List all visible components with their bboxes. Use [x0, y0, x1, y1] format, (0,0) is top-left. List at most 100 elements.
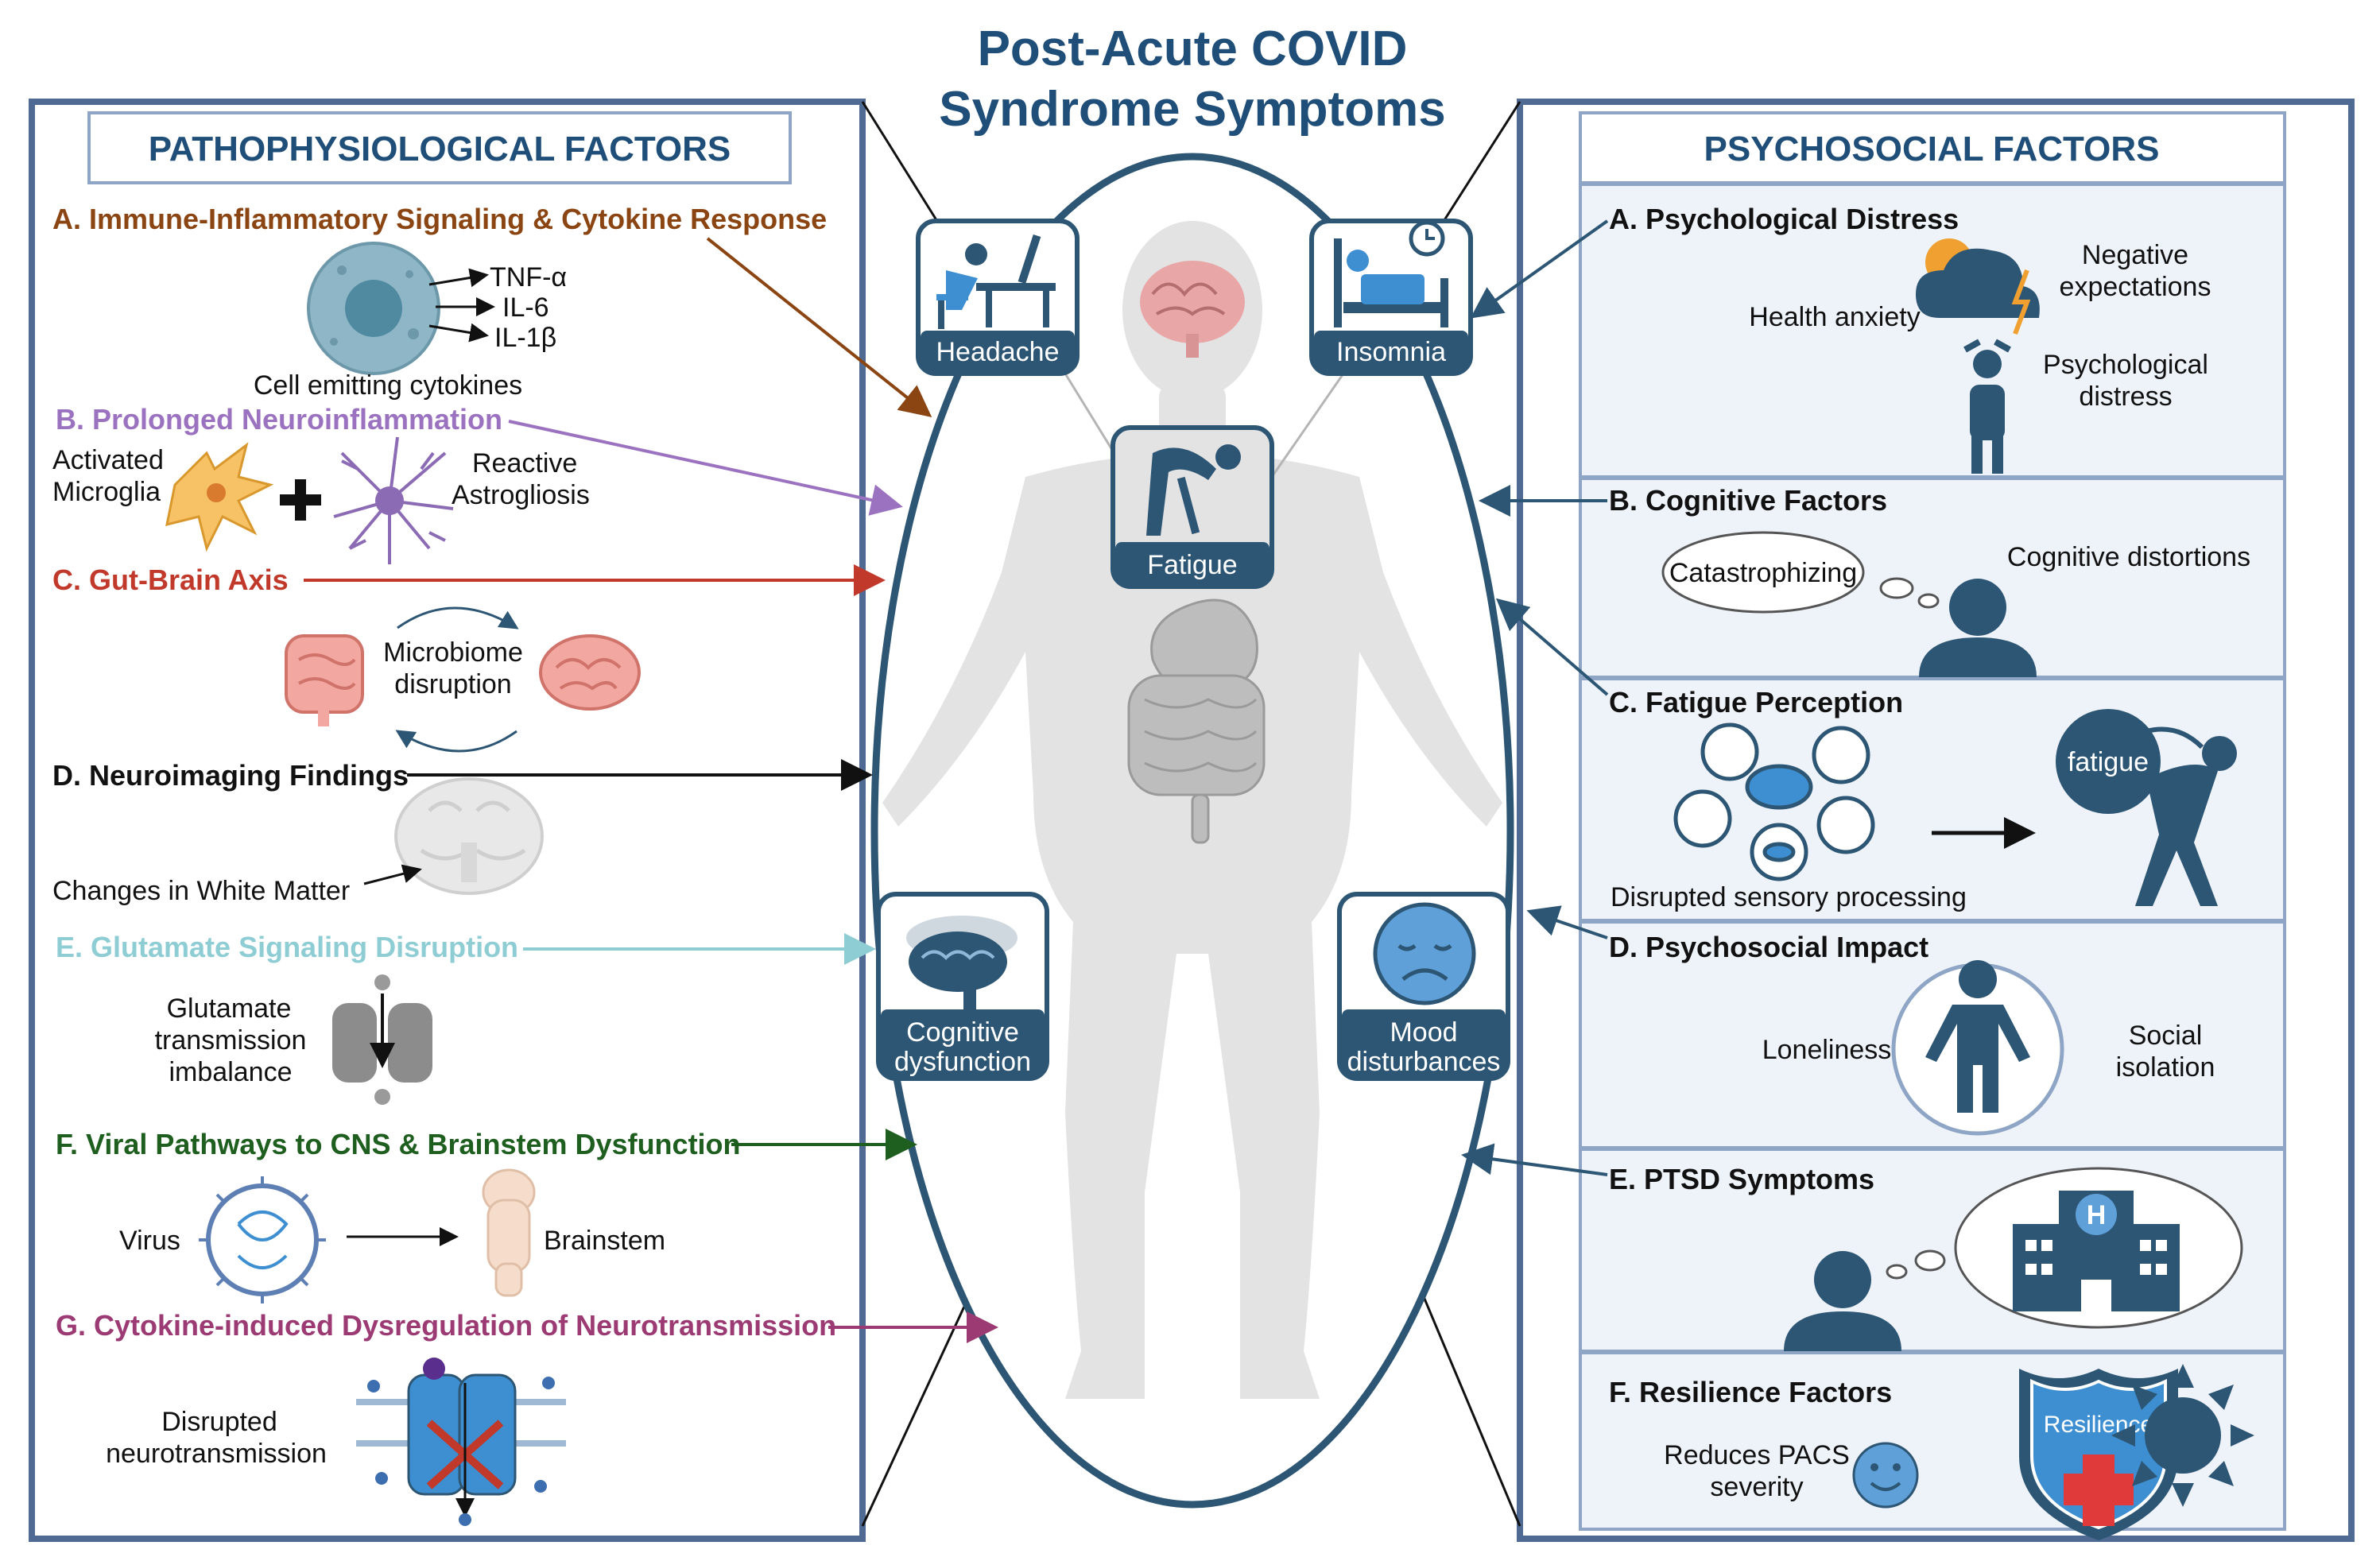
cell-caption: Cell emitting cytokines: [254, 370, 522, 401]
psych-distress-2: distress: [2079, 382, 2172, 412]
right-arrows: [1461, 219, 1609, 1176]
glutamate-caption-1: Glutamate: [167, 994, 292, 1024]
left-panel-title: PATHOPHYSIOLOGICAL FACTORS: [149, 130, 731, 168]
right-section-boxes: [1579, 183, 2286, 1531]
sensory-caption: Disrupted sensory processing: [1611, 882, 1967, 912]
social-isolation-1: Social: [2129, 1021, 2203, 1051]
mood-label-line-1: Mood: [1390, 1017, 1457, 1048]
cytokine-il1b: IL-1β: [494, 323, 556, 353]
gut-brain-brain-icon: [539, 634, 641, 711]
fatigue-label: Fatigue: [1147, 550, 1237, 580]
microglia-icon: [165, 442, 274, 552]
section-g-header: G. Cytokine-induced Dysregulation of Neu…: [56, 1309, 836, 1342]
section-box-a: [1579, 183, 2286, 478]
white-matter-brain-icon: [394, 777, 544, 895]
glutamate-caption-3: imbalance: [169, 1057, 293, 1087]
left-panel-title-box: [87, 111, 792, 184]
white-matter-caption: Changes in White Matter: [52, 876, 350, 906]
digestive-system-icon: [1127, 598, 1266, 844]
negative-expectations-2: expectations: [2060, 272, 2211, 302]
ion-channel-icon: [356, 1358, 566, 1526]
social-isolation-2: isolation: [2116, 1052, 2215, 1083]
brain-icon: [1140, 261, 1245, 358]
fatigue-word: fatigue: [2068, 747, 2149, 777]
loneliness-label: Loneliness: [1762, 1035, 1892, 1065]
astrocyte-icon: [333, 436, 454, 564]
person-icon: [1919, 579, 2037, 677]
psych-d-header: D. Psychosocial Impact: [1609, 931, 1928, 963]
intestine-icon: [285, 634, 364, 726]
title-line-1: Post-Acute COVID: [978, 21, 1408, 76]
neurotransmission-caption-2: neurotransmission: [106, 1439, 327, 1469]
cognitive-distortions-label: Cognitive distortions: [2007, 542, 2250, 572]
plus-icon: [280, 479, 321, 521]
thought-bubble-icon: [1661, 531, 1940, 614]
brainstem-icon: [482, 1168, 536, 1297]
insomnia-label: Insomnia: [1336, 337, 1446, 367]
headache-label: Headache: [936, 337, 1059, 367]
ptsd-person-icon: [1784, 1251, 1901, 1351]
section-a-header: A. Immune-Inflammatory Signaling & Cytok…: [52, 203, 827, 235]
insomnia-icon: [1334, 220, 1448, 327]
catastrophizing-label: Catastrophizing: [1669, 558, 1857, 588]
cell-icon: [307, 242, 440, 375]
cytokine-il6: IL-6: [502, 292, 549, 323]
psych-f-header: F. Resilience Factors: [1609, 1376, 1892, 1408]
storm-cloud-icon: [1916, 238, 2040, 335]
psych-e-header: E. PTSD Symptoms: [1609, 1163, 1874, 1195]
fatigue-icon: [1146, 444, 1241, 536]
glutamate-receptor-icon: [332, 974, 432, 1105]
mood-badge: Mood disturbances: [1337, 892, 1510, 1081]
psych-a-header: A. Psychological Distress: [1609, 203, 1959, 235]
reduces-pacs-1: Reduces PACS: [1664, 1440, 1850, 1470]
senses-icon: [1673, 722, 1875, 881]
psych-distress-1: Psychological: [2043, 350, 2208, 380]
neurotransmission-caption-1: Disrupted: [161, 1407, 277, 1437]
cytokine-tnf: TNF-α: [490, 262, 567, 292]
arrow-b: [508, 420, 903, 516]
hospital-icon: [2013, 1191, 2180, 1311]
reduces-pacs-2: severity: [1710, 1472, 1803, 1502]
microbiome-caption-2: disruption: [394, 669, 511, 699]
distress-person-icon: [1963, 339, 2011, 474]
virus-icon: [199, 1176, 326, 1303]
main-title: Post-Acute COVID Syndrome Symptoms: [939, 21, 1445, 137]
smiley-icon: [1852, 1442, 1919, 1509]
tired-person-icon: [2056, 709, 2237, 906]
headache-badge: Headache: [916, 219, 1080, 376]
microglia-label-2: Microglia: [52, 477, 161, 507]
section-e-header: E. Glutamate Signaling Disruption: [56, 931, 518, 963]
right-panel-title-box: [1579, 111, 2286, 184]
cognitive-label-line-2: dysfunction: [894, 1047, 1031, 1077]
negative-expectations-1: Negative: [2082, 240, 2188, 270]
brainstem-label: Brainstem: [544, 1226, 665, 1256]
sad-face-icon: [1373, 902, 1476, 1005]
right-panel-title: PSYCHOSOCIAL FACTORS: [1704, 130, 2160, 168]
cognitive-badge: Cognitive dysfunction: [876, 892, 1049, 1081]
lonely-person-icon: [1891, 960, 2064, 1136]
microglia-label-1: Activated: [52, 445, 164, 475]
headache-icon: [936, 234, 1056, 329]
section-f-header: F. Viral Pathways to CNS & Brainstem Dys…: [56, 1128, 741, 1160]
arrow-a: [706, 237, 932, 417]
cognitive-label-line-1: Cognitive: [906, 1017, 1019, 1048]
title-line-2: Syndrome Symptoms: [939, 82, 1445, 137]
mood-label-line-2: disturbances: [1347, 1047, 1501, 1077]
shield-icon: [2019, 1369, 2178, 1540]
hospital-letter: H: [2087, 1200, 2107, 1230]
resilience-label: Resilience: [2044, 1412, 2153, 1438]
astro-label-2: Astrogliosis: [452, 480, 590, 510]
glutamate-caption-2: transmission: [155, 1025, 307, 1056]
astro-label-1: Reactive: [472, 448, 577, 478]
psych-b-header: B. Cognitive Factors: [1609, 484, 1887, 517]
fatigue-badge: Fatigue: [1111, 425, 1274, 589]
psych-c-header: C. Fatigue Perception: [1609, 686, 1903, 719]
microbiome-caption-1: Microbiome: [383, 637, 523, 668]
section-d-header: D. Neuroimaging Findings: [52, 759, 409, 792]
virus-label: Virus: [119, 1226, 180, 1256]
cognitive-brain-icon: [906, 916, 1018, 1009]
insomnia-badge: Insomnia: [1309, 219, 1473, 376]
section-b-header: B. Prolonged Neuroinflammation: [56, 403, 502, 436]
section-c-header: C. Gut-Brain Axis: [52, 564, 289, 596]
